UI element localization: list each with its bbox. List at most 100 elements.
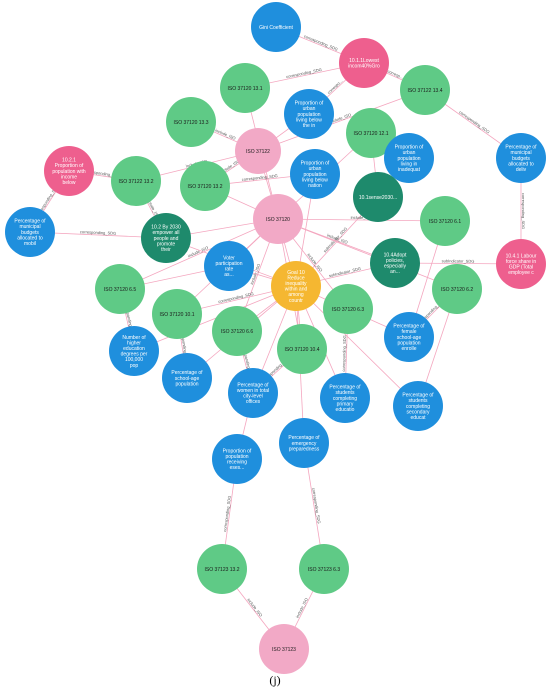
- node-iso63[interactable]: ISO 37120 6.3: [323, 284, 373, 334]
- node-circle[interactable]: [220, 63, 270, 113]
- node-circle[interactable]: [259, 624, 309, 674]
- node-label: ISO 37122 13.2: [118, 179, 153, 185]
- node-circle[interactable]: [251, 2, 301, 52]
- node-circle[interactable]: [44, 146, 94, 196]
- node-iso104[interactable]: ISO 37120 10.4: [277, 324, 327, 374]
- node-circle[interactable]: [141, 213, 191, 263]
- edge-label: include_ISO: [246, 597, 263, 617]
- node-circle[interactable]: [235, 128, 281, 174]
- node-circle[interactable]: [162, 353, 212, 403]
- node-circle[interactable]: [152, 289, 202, 339]
- node-circle[interactable]: [339, 38, 389, 88]
- node-circle[interactable]: [284, 89, 334, 139]
- node-circle[interactable]: [496, 133, 546, 183]
- node-iso62[interactable]: ISO 37120 6.2: [432, 264, 482, 314]
- node-circle[interactable]: [228, 368, 278, 418]
- node-circle[interactable]: [197, 544, 247, 594]
- node-iso134[interactable]: ISO 37122 13.4: [400, 65, 450, 115]
- edge-label: corresponding_SDG: [341, 335, 347, 371]
- node-iso131[interactable]: ISO 37120 13.1: [220, 63, 270, 113]
- node-circle[interactable]: [353, 172, 403, 222]
- node-circle[interactable]: [320, 373, 370, 423]
- node-circle[interactable]: [180, 161, 230, 211]
- node-circle[interactable]: [166, 97, 216, 147]
- node-circle[interactable]: [5, 207, 55, 257]
- node-iso121[interactable]: ISO 37120 12.1: [346, 108, 396, 158]
- node-circle[interactable]: [420, 196, 470, 246]
- node-circle[interactable]: [271, 261, 321, 311]
- node-iso37122_132[interactable]: ISO 37122 13.2: [111, 156, 161, 206]
- node-iso37120[interactable]: ISO 37120: [253, 194, 303, 244]
- edge-label: include_ISO: [214, 128, 236, 141]
- node-iso65[interactable]: ISO 37120 6.5: [95, 264, 145, 314]
- node-iso101[interactable]: ISO 37120 10.1: [152, 289, 202, 339]
- node-circle[interactable]: [299, 544, 349, 594]
- node-circle[interactable]: [290, 149, 340, 199]
- node-iso37122[interactable]: ISO 37122: [235, 128, 281, 174]
- node-iso37123_132[interactable]: ISO 37123 13.2: [197, 544, 247, 594]
- node-label: Gini Coefficient: [259, 25, 293, 31]
- node-sdg1030[interactable]: 10.1sense2030...: [353, 172, 403, 222]
- edge-goal10-higher_ed: [133, 285, 297, 352]
- node-circle[interactable]: [253, 194, 303, 244]
- node-circle[interactable]: [496, 239, 546, 289]
- node-circle[interactable]: [323, 284, 373, 334]
- node-circle[interactable]: [212, 306, 262, 356]
- node-circle[interactable]: [393, 381, 443, 431]
- node-iso61[interactable]: ISO 37120 6.1: [420, 196, 470, 246]
- edge-goal10-pct_secondary: [295, 285, 419, 407]
- node-iso37123_63[interactable]: ISO 37123 6.3: [299, 544, 349, 594]
- node-iso133[interactable]: ISO 37120 13.3: [166, 97, 216, 147]
- node-circle[interactable]: [95, 264, 145, 314]
- node-iso37123[interactable]: ISO 37123: [259, 624, 309, 674]
- node-circle[interactable]: [432, 264, 482, 314]
- node-circle[interactable]: [212, 434, 262, 484]
- node-circle[interactable]: [277, 324, 327, 374]
- edge-label: corresp...: [387, 69, 404, 80]
- node-label: ISO 37120 13.1: [227, 86, 262, 92]
- node-circle[interactable]: [111, 156, 161, 206]
- node-iso66[interactable]: ISO 37120 6.6: [212, 306, 262, 356]
- node-iso37120_132[interactable]: ISO 37120 13.2: [180, 161, 230, 211]
- node-circle[interactable]: [346, 108, 396, 158]
- node-circle[interactable]: [279, 418, 329, 468]
- node-circle[interactable]: [384, 312, 434, 362]
- node-gini[interactable]: Gini Coefficient: [251, 2, 301, 52]
- node-circle[interactable]: [370, 238, 420, 288]
- edge-label: correspo...: [326, 78, 343, 95]
- edge-label: corresponding_SDG: [521, 193, 526, 229]
- node-circle[interactable]: [204, 241, 254, 291]
- node-circle[interactable]: [400, 65, 450, 115]
- node-circle[interactable]: [384, 133, 434, 183]
- node-circle[interactable]: [109, 326, 159, 376]
